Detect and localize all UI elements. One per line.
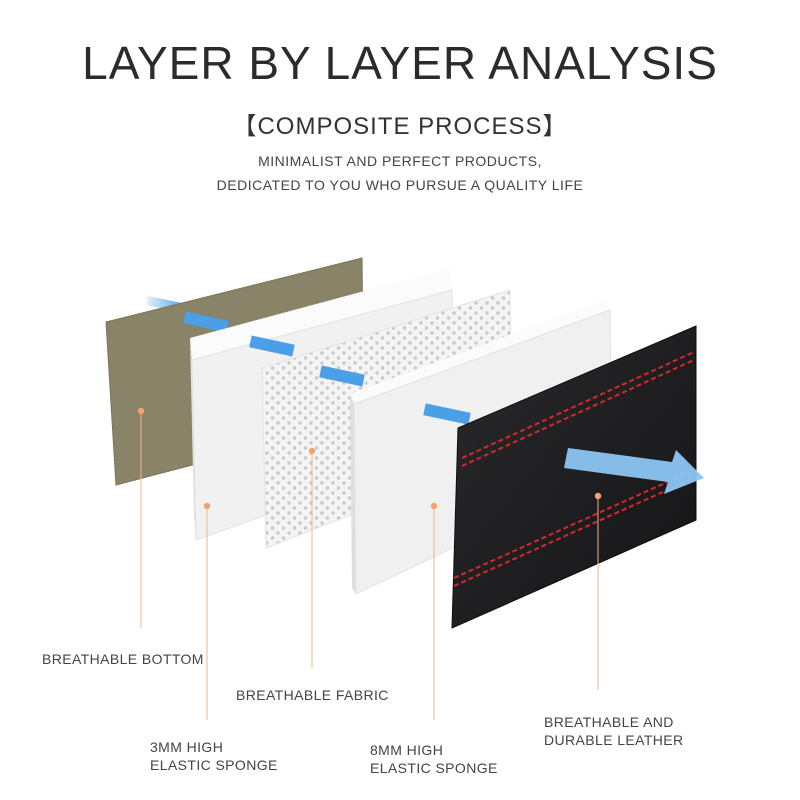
stitch-bottom-1 xyxy=(453,469,695,579)
leader-dot-8mm xyxy=(430,502,438,510)
arrow-segment-2 xyxy=(249,335,295,357)
tagline-line-2: DEDICATED TO YOU WHO PURSUE A QUALITY LI… xyxy=(216,177,584,193)
leader-dot-bottom xyxy=(137,407,145,415)
arrow-exit xyxy=(564,448,704,494)
label-line: BREATHABLE AND xyxy=(544,714,674,730)
arrow-segment-1 xyxy=(183,311,229,333)
leader-dots xyxy=(137,407,602,510)
leader-dot-fabric xyxy=(308,447,316,455)
label-breathable-fabric: BREATHABLE FABRIC xyxy=(236,686,389,704)
leader-dot-leather xyxy=(594,492,602,500)
label-line: 3MM HIGH xyxy=(150,739,224,755)
leader-dot-3mm xyxy=(203,502,211,510)
leader-lines xyxy=(140,411,599,720)
label-line: DURABLE LEATHER xyxy=(544,732,684,748)
arrow-segment-3 xyxy=(319,365,365,387)
label-breathable-bottom: BREATHABLE BOTTOM xyxy=(42,650,204,668)
label-line: BREATHABLE BOTTOM xyxy=(42,651,204,667)
stitch-top-1 xyxy=(461,351,695,459)
label-8mm-sponge: 8MM HIGH ELASTIC SPONGE xyxy=(370,741,498,777)
label-leather: BREATHABLE AND DURABLE LEATHER xyxy=(544,713,684,749)
layer-leather xyxy=(451,325,697,629)
section-subtitle: 【COMPOSITE PROCESS】 xyxy=(232,113,568,140)
label-line: ELASTIC SPONGE xyxy=(150,757,278,773)
label-line: 8MM HIGH xyxy=(370,742,444,758)
arrow-segment-4 xyxy=(423,403,471,425)
label-line: BREATHABLE FABRIC xyxy=(236,687,389,703)
label-line: ELASTIC SPONGE xyxy=(370,760,498,776)
page-title: LAYER BY LAYER ANALYSIS xyxy=(82,37,718,89)
label-3mm-sponge: 3MM HIGH ELASTIC SPONGE xyxy=(150,738,278,774)
stitch-bottom-2 xyxy=(453,477,695,587)
tagline-line-1: MINIMALIST AND PERFECT PRODUCTS, xyxy=(258,153,542,169)
stitch-top-2 xyxy=(461,359,695,467)
